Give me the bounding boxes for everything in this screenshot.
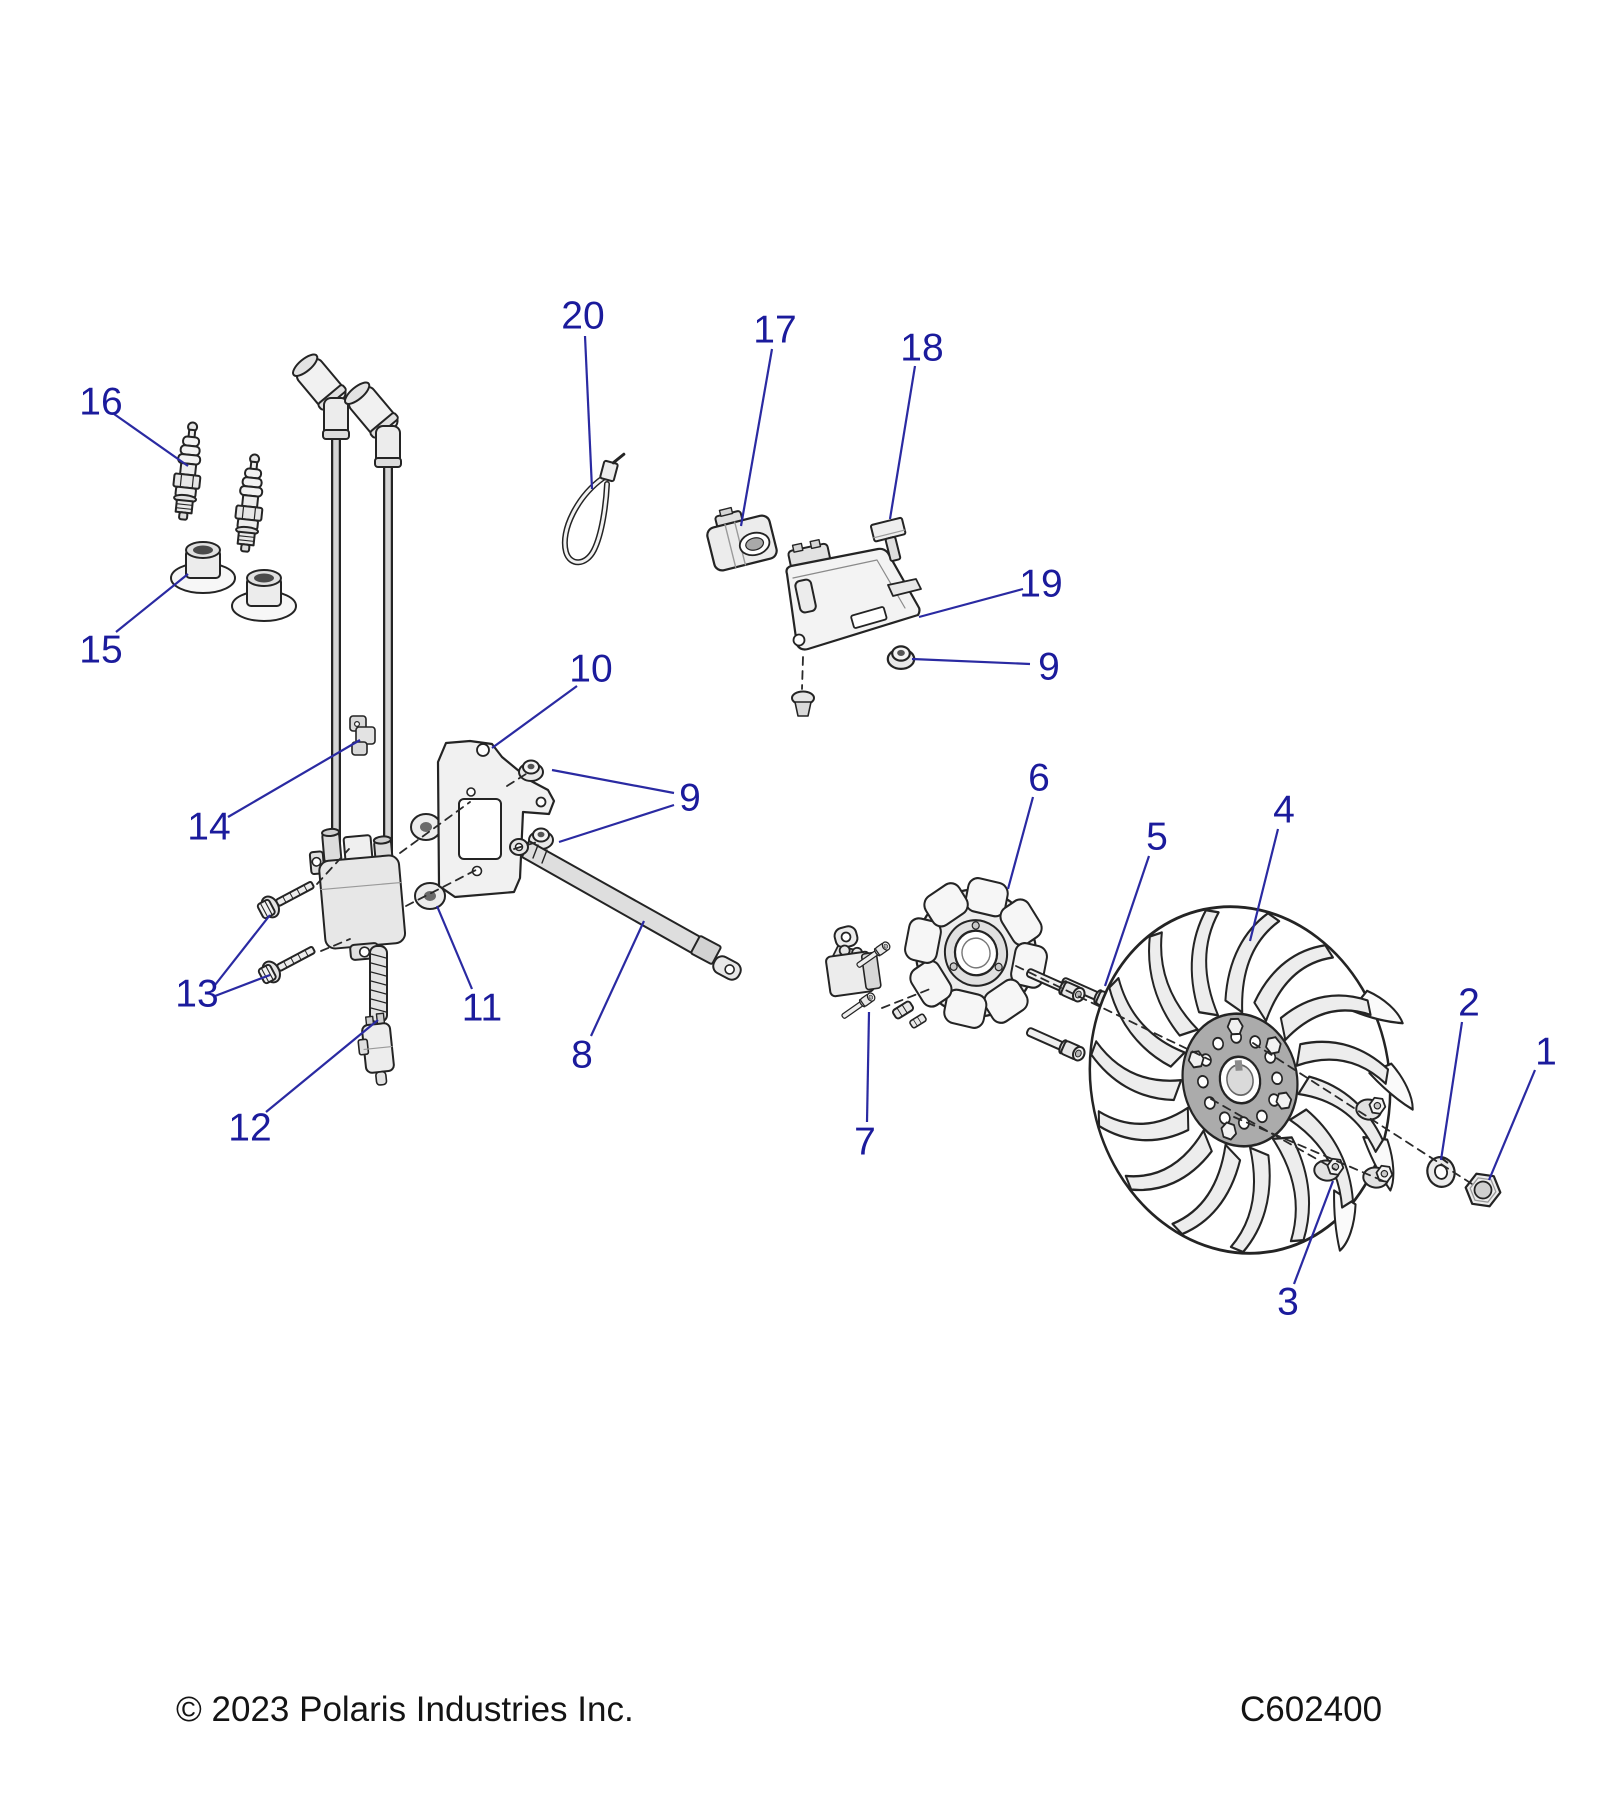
wire-clamp-drawing	[349, 715, 376, 756]
spark-plug-wires-drawing	[288, 349, 403, 860]
module-bolt-drawing	[869, 516, 907, 562]
stator-drawing	[902, 875, 1050, 1031]
plug-seal-drawing	[170, 541, 297, 622]
hex-nut-drawing	[1464, 1172, 1502, 1208]
cdi-module-drawing	[785, 538, 922, 651]
copyright-text: © 2023 Polaris Industries Inc.	[176, 1690, 634, 1729]
spark-plug-drawing	[168, 420, 269, 554]
part-code: C602400	[1240, 1690, 1383, 1729]
callout-leader-lines	[113, 335, 1537, 1285]
assembly-dashed-lines	[316, 656, 1473, 1185]
harness-connector-drawing	[706, 506, 778, 572]
ground-strap-drawing	[509, 838, 742, 981]
module-grommet-drawing	[886, 645, 916, 671]
flywheel-drawing	[1088, 904, 1415, 1255]
cable-tie-drawing	[561, 452, 626, 566]
module-screw-drawing	[791, 690, 815, 717]
pickup-coil-drawing	[825, 925, 928, 1030]
coil-pigtail-drawing	[357, 945, 395, 1086]
ignition-coil-drawing	[308, 827, 407, 961]
coil-bolts-drawing	[254, 873, 320, 988]
